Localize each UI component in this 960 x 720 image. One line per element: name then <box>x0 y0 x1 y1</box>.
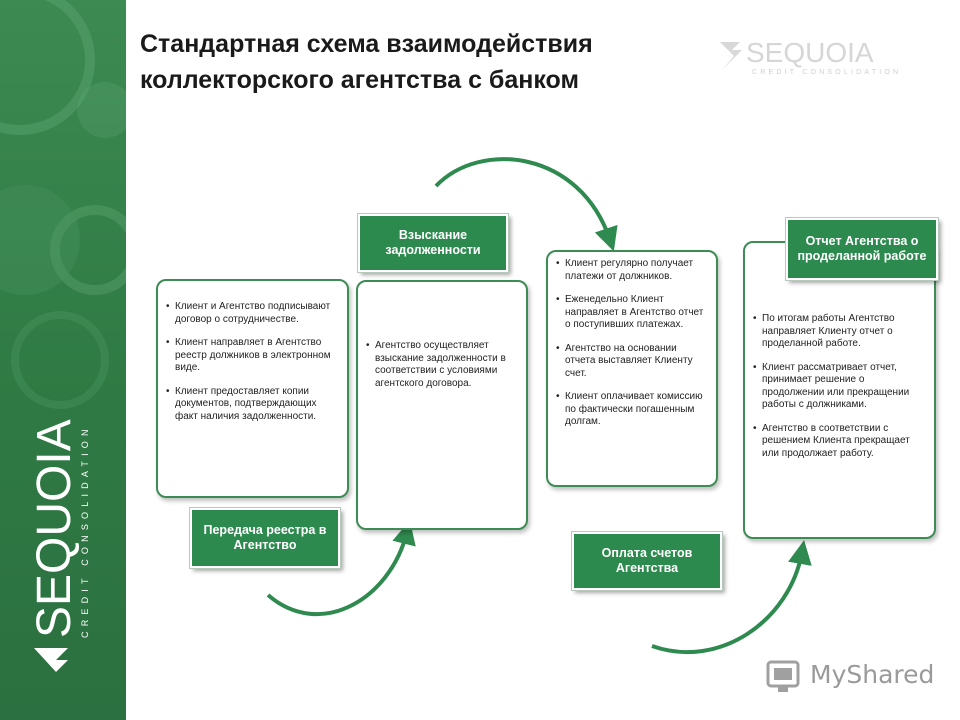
logo-top-tagline: CREDIT CONSOLIDATION <box>752 69 901 76</box>
step3-bullet-4: Клиент оплачивает комиссию по фактически… <box>556 391 708 429</box>
step3-list: Клиент регулярно получает платежи от дол… <box>548 252 716 429</box>
step4-list: По итогам работы Агентство направляет Кл… <box>745 243 934 460</box>
step3-label: Оплата счетов Агентства <box>571 531 723 591</box>
step2-bullet-1: Агентство осуществляет взыскание задолже… <box>366 340 518 390</box>
step2-label: Взыскание задолженности <box>357 213 509 273</box>
page-title: Стандартная схема взаимодействия коллект… <box>140 26 740 98</box>
logo-vertical-name: SEQUOIA <box>28 419 81 638</box>
logo-top-name: SEQUOIA <box>746 37 874 68</box>
step3-bullet-2: Еженедельно Клиент направляет в Агентств… <box>556 294 708 332</box>
step1-bullet-3: Клиент предоставляет копии документов, п… <box>166 386 339 424</box>
step3-box: Клиент регулярно получает платежи от дол… <box>546 250 718 487</box>
step4-label: Отчет Агентства о проделанной работе <box>785 217 939 281</box>
title-line-1: Стандартная схема взаимодействия <box>140 30 593 58</box>
step1-list: Клиент и Агентство подписывают договор о… <box>158 281 347 423</box>
step2-list: Агентство осуществляет взыскание задолже… <box>358 282 526 390</box>
step4-bullet-3: Агентство в соответствии с решением Клие… <box>753 423 926 461</box>
step4-bullet-2: Клиент рассматривает отчет, принимает ре… <box>753 362 926 412</box>
sidebar-panel: SEQUOIA CREDIT CONSOLIDATION <box>0 0 126 720</box>
step3-bullet-1: Клиент регулярно получает платежи от дол… <box>556 258 708 283</box>
sequoia-top-logo: SEQUOIA CREDIT CONSOLIDATION <box>720 37 901 76</box>
step1-bullet-1: Клиент и Агентство подписывают договор о… <box>166 301 339 326</box>
step4-box: По итогам работы Агентство направляет Кл… <box>743 241 936 539</box>
step1-box: Клиент и Агентство подписывают договор о… <box>156 279 349 498</box>
step1-bullet-2: Клиент направляет в Агентство реестр дол… <box>166 337 339 375</box>
title-line-2: коллекторского агентства с банком <box>140 66 579 94</box>
step4-bullet-1: По итогам работы Агентство направляет Кл… <box>753 313 926 351</box>
logo-vertical-tagline: CREDIT CONSOLIDATION <box>80 424 90 638</box>
decorative-circles <box>0 0 126 409</box>
step3-bullet-3: Агентство на основании отчета выставляет… <box>556 343 708 381</box>
myshared-logo-icon <box>766 660 800 692</box>
sequoia-vertical-logo: SEQUOIA CREDIT CONSOLIDATION <box>28 419 90 694</box>
step2-box: Агентство осуществляет взыскание задолже… <box>356 280 528 530</box>
myshared-watermark: MyShared <box>810 660 935 689</box>
step1-label: Передача реестра в Агентство <box>189 507 341 569</box>
